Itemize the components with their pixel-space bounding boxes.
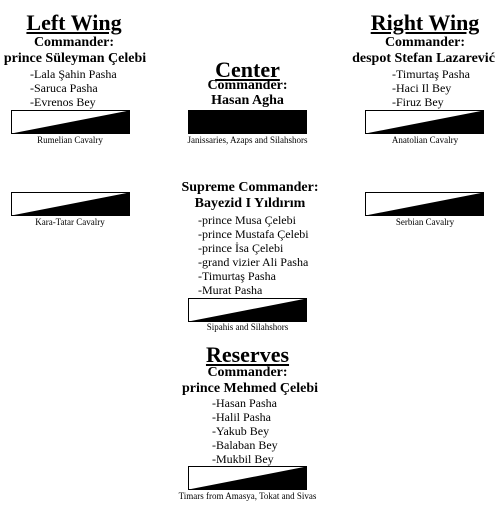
list-item: -prince Mustafa Çelebi xyxy=(198,227,309,241)
janissaries-caption: Janissaries, Azaps and Silahshors xyxy=(187,135,308,145)
list-item: -prince Musa Çelebi xyxy=(198,213,296,227)
right-wing-commander: despot Stefan Lazarević xyxy=(352,51,495,66)
reserves-commander: prince Mehmed Çelebi xyxy=(181,381,319,396)
supreme-subordinates: -prince Musa Çelebi -prince Mustafa Çele… xyxy=(198,213,309,297)
reserves-subordinates: -Hasan Pasha -Halil Pasha -Yakub Bey -Ba… xyxy=(212,396,278,466)
timars-cavalry-symbol xyxy=(188,466,307,490)
janissaries-infantry-symbol xyxy=(188,110,307,134)
rumelian-cavalry-symbol xyxy=(11,110,130,134)
list-item: -Balaban Bey xyxy=(212,438,278,452)
serbian-cavalry-caption: Serbian Cavalry xyxy=(395,217,455,227)
sipahis-cavalry-symbol xyxy=(188,298,307,322)
supreme-commander: Bayezid I Yıldırım xyxy=(194,196,306,211)
list-item: -Firuz Bey xyxy=(392,95,444,109)
timars-caption: Timars from Amasya, Tokat and Sivas xyxy=(178,491,317,501)
list-item: -Evrenos Bey xyxy=(30,95,96,109)
reserves-title: Reserves xyxy=(205,342,290,367)
list-item: -Saruca Pasha xyxy=(30,81,98,95)
sipahis-caption: Sipahis and Silahshors xyxy=(206,322,289,332)
list-item: -Timurtaş Pasha xyxy=(392,67,470,81)
left-wing-commander-label: Commander: xyxy=(33,35,115,50)
list-item: -Yakub Bey xyxy=(212,424,270,438)
center-commander-label: Commander: xyxy=(207,78,288,93)
serbian-cavalry-symbol xyxy=(365,192,484,216)
list-item: -Timurtaş Pasha xyxy=(198,269,276,283)
left-wing-subordinates: -Lala Şahin Pasha -Saruca Pasha -Evrenos… xyxy=(30,67,117,109)
left-wing-commander: prince Süleyman Çelebi xyxy=(3,51,147,66)
center-commander: Hasan Agha xyxy=(211,93,284,108)
list-item: -Murat Pasha xyxy=(198,283,263,297)
left-wing-title: Left Wing xyxy=(26,10,122,35)
list-item: -grand vizier Ali Pasha xyxy=(198,255,309,269)
list-item: -Lala Şahin Pasha xyxy=(30,67,117,81)
rumelian-cavalry-caption: Rumelian Cavalry xyxy=(37,135,103,145)
list-item: -Hasan Pasha xyxy=(212,396,277,410)
right-wing-title: Right Wing xyxy=(370,10,480,35)
list-item: -Halil Pasha xyxy=(212,410,271,424)
supreme-commander-label: Supreme Commander: xyxy=(181,180,319,195)
list-item: -prince İsa Çelebi xyxy=(198,241,284,255)
center-title: Center xyxy=(215,57,280,82)
anatolian-cavalry-symbol xyxy=(365,110,484,134)
kara-tatar-cavalry-caption: Kara-Tatar Cavalry xyxy=(35,217,105,227)
right-wing-subordinates: -Timurtaş Pasha -Haci Il Bey -Firuz Bey xyxy=(392,67,470,109)
list-item: -Haci Il Bey xyxy=(392,81,452,95)
right-wing-commander-label: Commander: xyxy=(384,35,466,50)
anatolian-cavalry-caption: Anatolian Cavalry xyxy=(391,135,459,145)
list-item: -Mukbil Bey xyxy=(212,452,274,466)
reserves-commander-label: Commander: xyxy=(207,365,288,380)
kara-tatar-cavalry-symbol xyxy=(11,192,130,216)
